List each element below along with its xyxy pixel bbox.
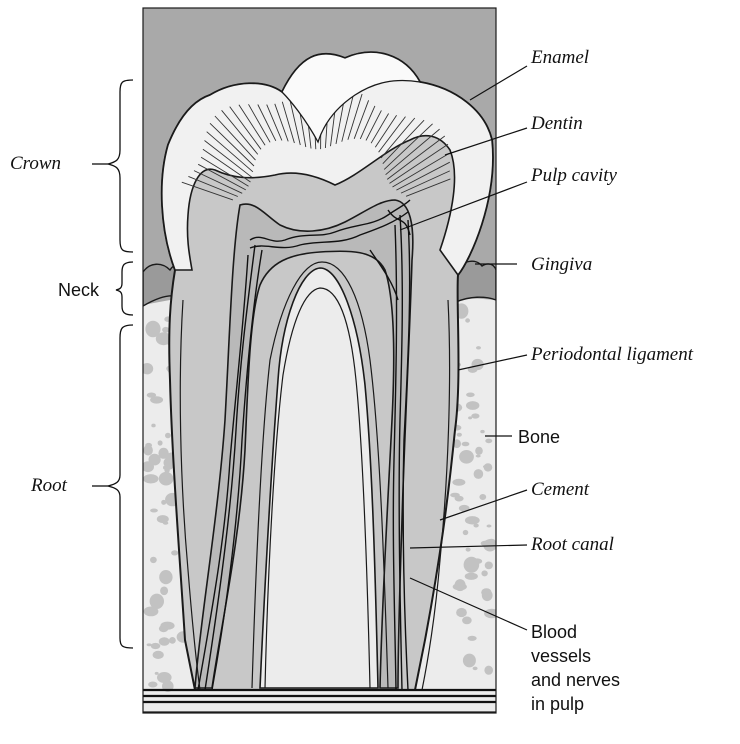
bone-speckle [466, 393, 475, 398]
bone-speckle [155, 672, 159, 675]
label-cement: Cement [531, 480, 589, 499]
label-crown: Crown [10, 154, 61, 173]
bone-speckle [162, 327, 169, 333]
bone-speckle [476, 346, 481, 349]
bone-speckle [171, 550, 178, 555]
bone-speckle [457, 433, 462, 437]
bone-speckle [150, 557, 157, 563]
bone-speckle [455, 496, 464, 502]
bone-speckle [157, 515, 169, 523]
label-pulp-cavity: Pulp cavity [531, 166, 617, 185]
bone-speckle [151, 424, 155, 428]
label-blood-vessels-line-2: vessels [531, 644, 651, 668]
bone-speckle [473, 667, 478, 671]
bone-speckle [485, 562, 493, 570]
bone-speckle [463, 654, 476, 668]
bone-speckle [466, 548, 471, 552]
label-root-canal: Root canal [531, 535, 614, 554]
bone-speckle [148, 682, 157, 688]
bone-speckle [470, 517, 474, 521]
bone-speckle [160, 587, 168, 596]
label-gingiva: Gingiva [531, 255, 592, 274]
label-periodontal-ligament: Periodontal ligament [531, 345, 693, 364]
bone-speckle [485, 439, 492, 444]
bone-speckle [455, 579, 466, 591]
bone-speckle [464, 557, 480, 573]
bone-speckle [452, 479, 465, 486]
bone-speckle [481, 541, 491, 547]
label-dentin: Dentin [531, 114, 583, 133]
bone-speckle [482, 590, 493, 601]
label-bone: Bone [518, 428, 560, 446]
bone-speckle [159, 637, 170, 646]
label-root: Root [31, 476, 67, 495]
bone-speckle [468, 636, 477, 641]
bone-speckle [143, 445, 153, 456]
bone-speckle [153, 651, 164, 659]
bone-speckle [459, 450, 474, 464]
bone-speckle [159, 472, 174, 486]
bone-speckle [471, 413, 479, 418]
label-blood-vessels-line-1: Blood [531, 620, 651, 644]
brackets [92, 80, 133, 648]
bone-speckle [147, 643, 152, 646]
label-enamel: Enamel [531, 48, 589, 67]
bone-speckle [468, 416, 472, 419]
bone-speckle [475, 447, 483, 455]
bone-speckle [462, 617, 472, 625]
bone-speckle [158, 440, 163, 445]
bone-speckle [150, 396, 163, 403]
bone-speckle [150, 323, 155, 326]
label-blood-vessels-line-3: and nerves [531, 668, 651, 692]
bone-speckle [484, 666, 493, 675]
bone-speckle [479, 494, 486, 500]
bone-speckle [165, 433, 171, 439]
bone-speckle [143, 474, 158, 483]
bone-speckle [159, 570, 172, 584]
bone-speckle [476, 455, 481, 458]
bone-speckle [160, 622, 174, 630]
bone-speckle [463, 530, 469, 535]
neck-bracket [116, 262, 133, 315]
bone-speckle [465, 573, 478, 580]
bone-speckle [474, 469, 484, 479]
bone-speckle [466, 401, 479, 410]
bone-speckle [484, 463, 493, 471]
bone-speckle [456, 608, 467, 617]
bone-speckle [151, 643, 161, 649]
label-neck: Neck [58, 281, 99, 299]
root-bracket [108, 325, 133, 648]
bone-speckle [465, 318, 470, 322]
bone-speckle [480, 430, 484, 433]
bone-speckle [481, 570, 487, 576]
crown-bracket [108, 80, 133, 252]
bone-speckle [473, 524, 478, 528]
label-blood-vessels-line-4: in pulp [531, 692, 651, 716]
bone-speckle [487, 525, 492, 528]
bone-speckle [150, 509, 158, 513]
bone-speckle [144, 607, 159, 617]
bone-speckle [462, 442, 470, 447]
bone-speckle [169, 637, 176, 644]
label-blood-vessels: Blood vessels and nerves in pulp [531, 620, 651, 716]
